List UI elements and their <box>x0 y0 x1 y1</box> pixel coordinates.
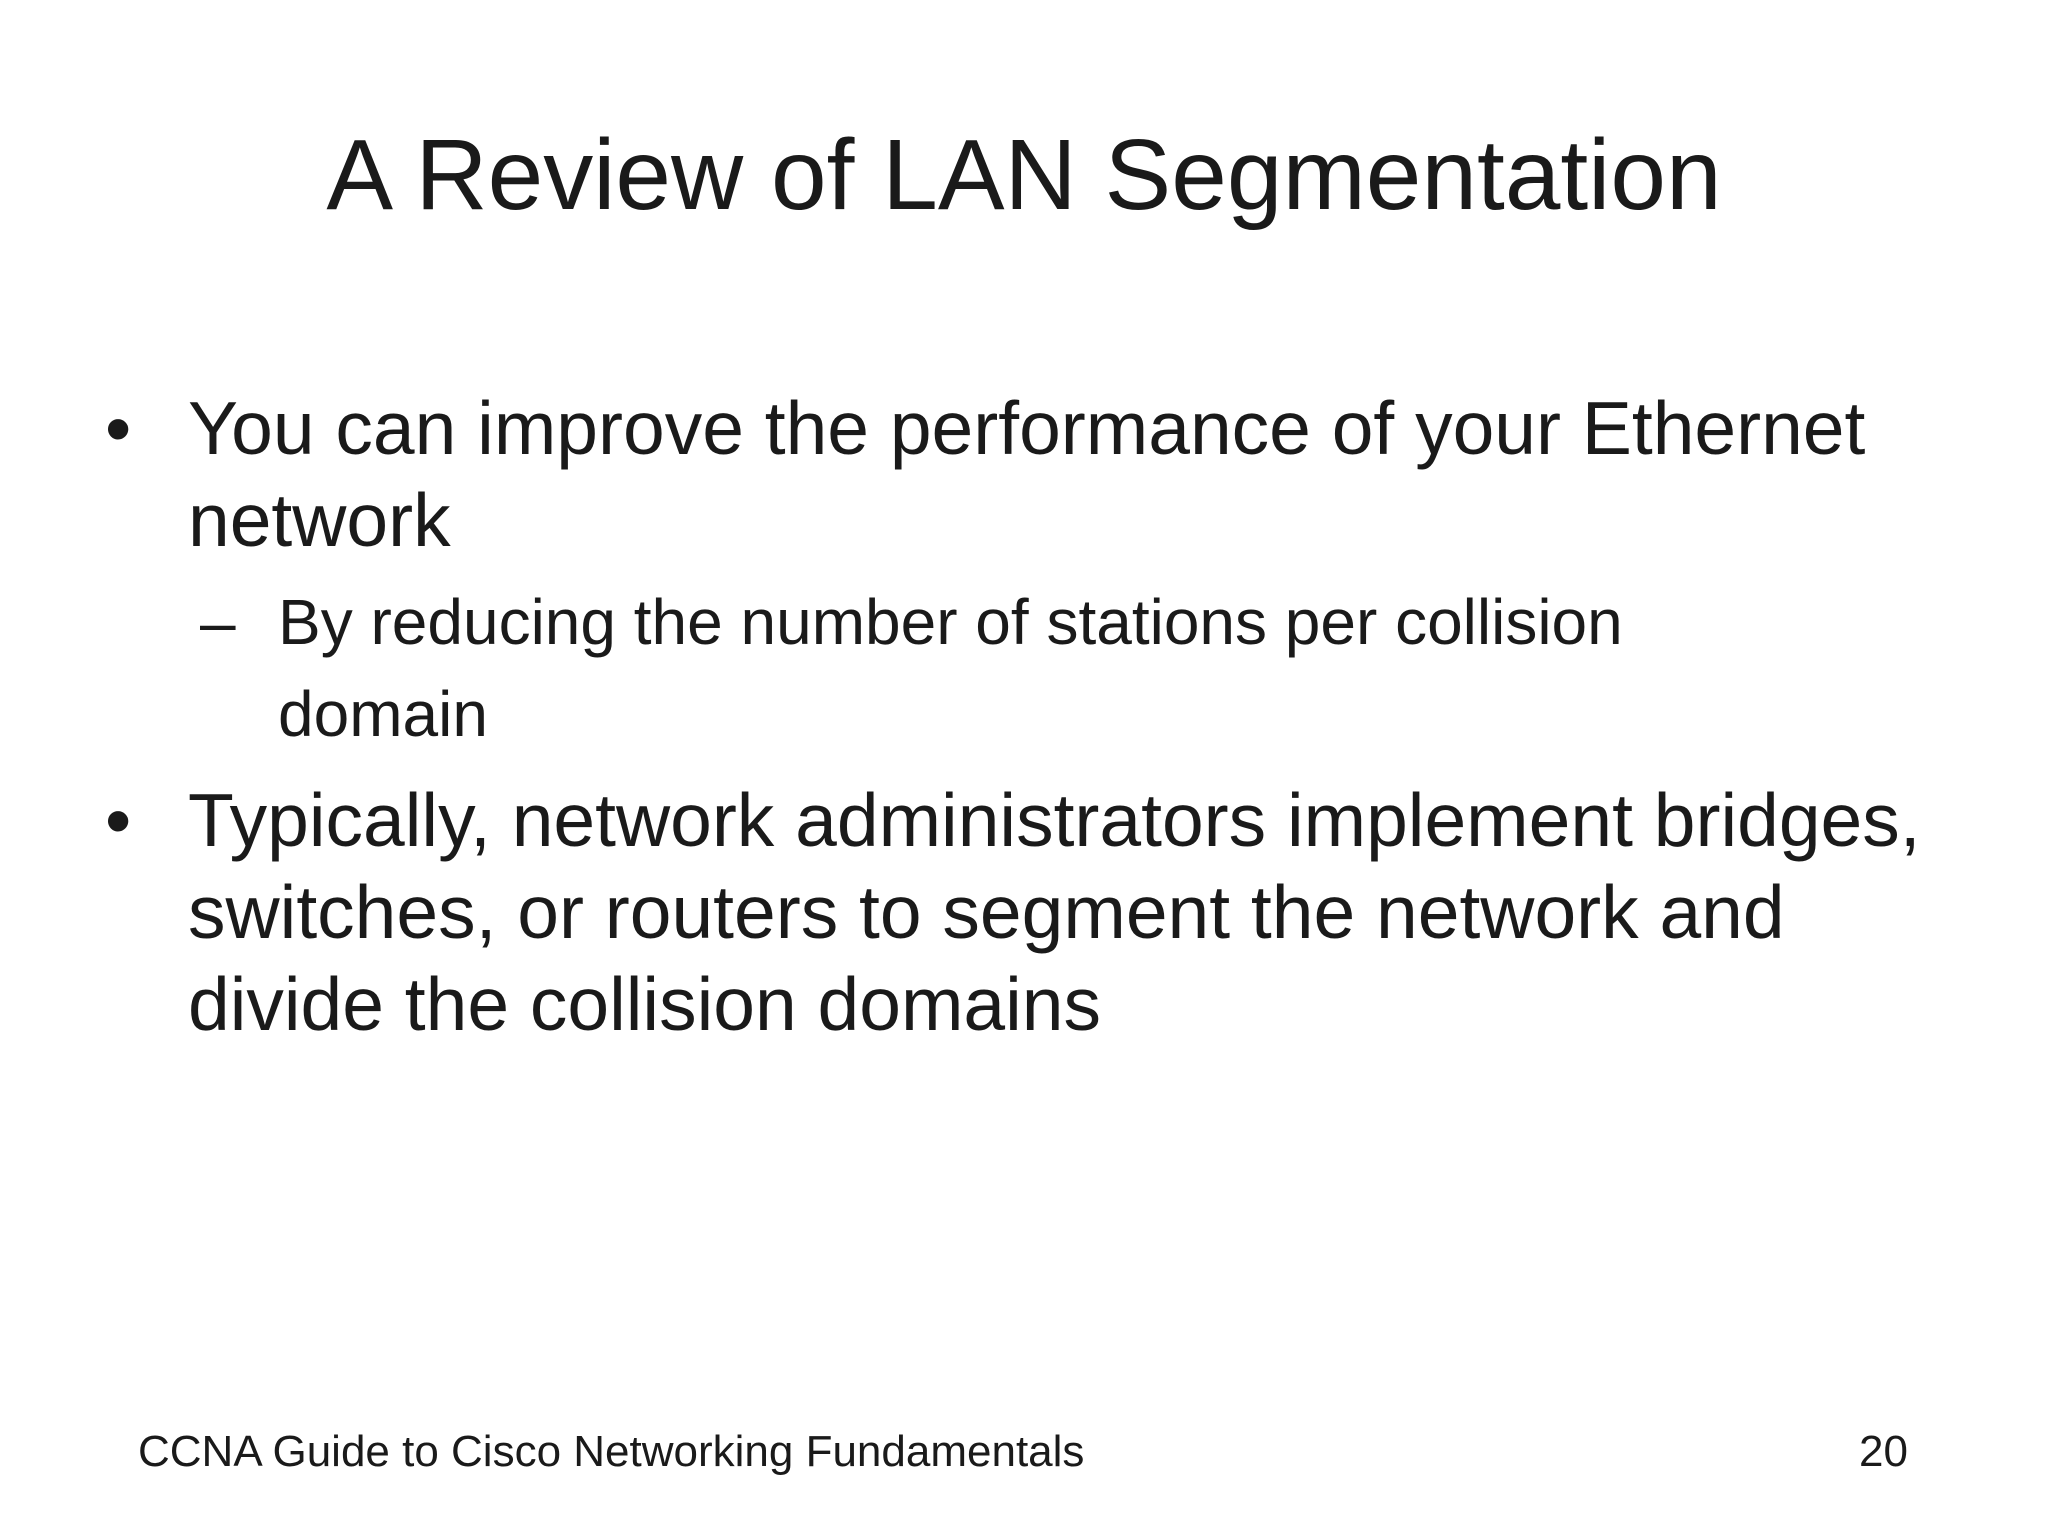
bullet-text: Typically, network administrators implem… <box>188 778 1921 1046</box>
sub-bullet-item: – By reducing the number of stations per… <box>200 576 2005 760</box>
slide-body: • You can improve the performance of you… <box>105 382 2005 1050</box>
page-number: 20 <box>1859 1427 1908 1476</box>
footer-course-title: CCNA Guide to Cisco Networking Fundament… <box>138 1427 1085 1476</box>
bullet-text: You can improve the performance of your … <box>188 386 1866 562</box>
bullet-dot-icon: • <box>105 386 132 470</box>
bullet-item: • Typically, network administrators impl… <box>105 774 2005 1050</box>
slide-title: A Review of LAN Segmentation <box>326 119 1722 231</box>
dash-marker-icon: – <box>200 586 236 658</box>
bullet-item: • You can improve the performance of you… <box>105 382 2005 566</box>
bullet-dot-icon: • <box>105 778 132 862</box>
sub-bullet-text: By reducing the number of stations per c… <box>278 586 1623 750</box>
